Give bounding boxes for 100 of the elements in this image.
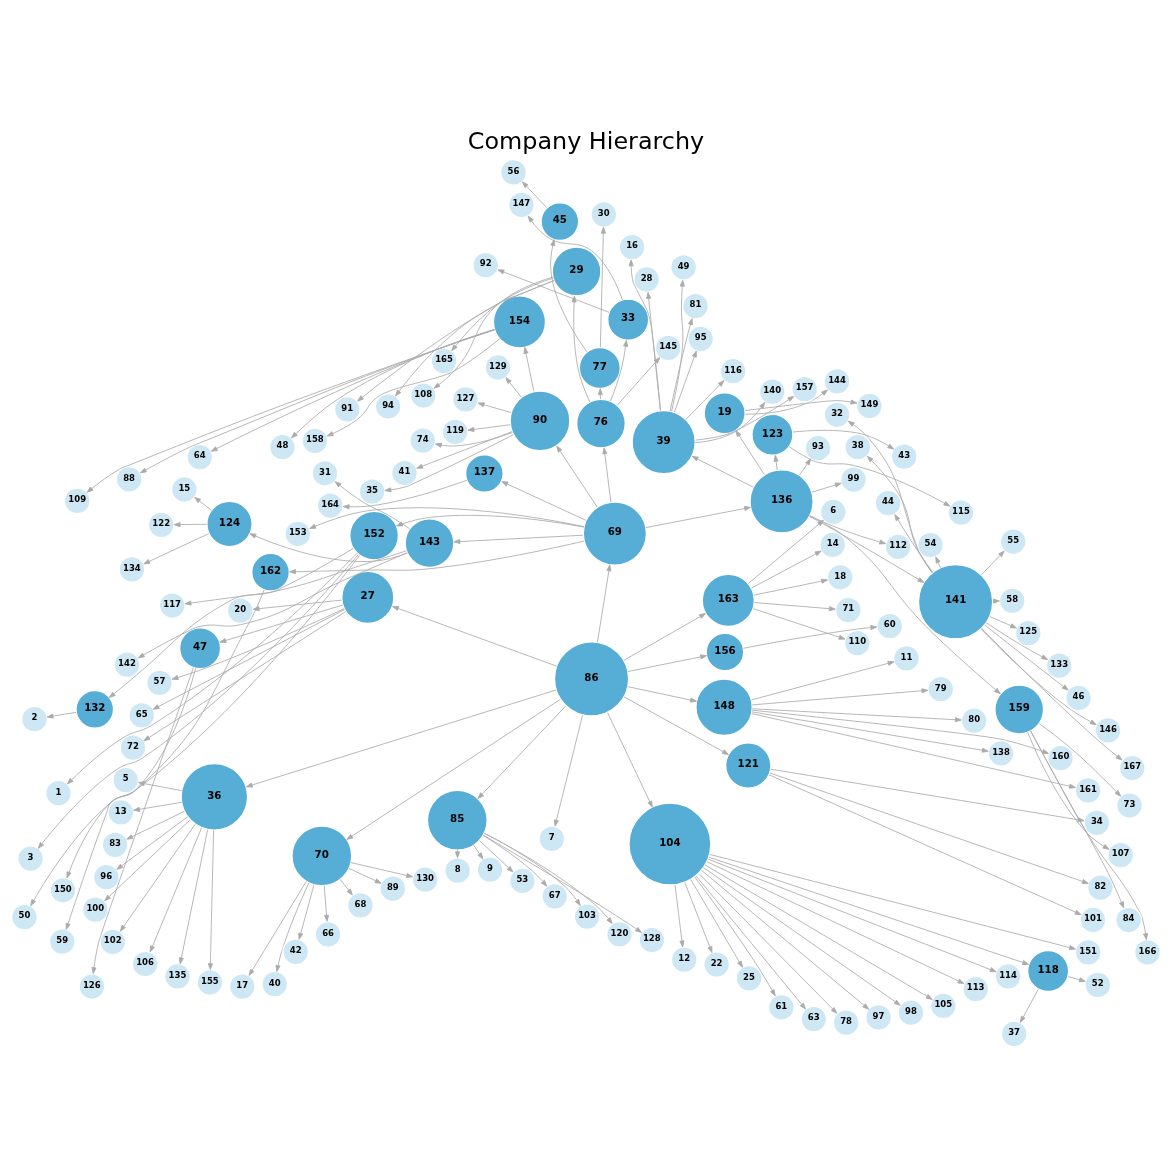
node-circle: 76 [576, 398, 626, 448]
arrow [602, 446, 612, 502]
node-circle: 142 [113, 650, 141, 678]
arrow [455, 849, 460, 858]
node-circle: 36 [180, 762, 249, 831]
arrow [556, 445, 598, 508]
node-circle: 103 [573, 902, 601, 930]
node-circle: 152 [349, 510, 399, 560]
node-circle: 34 [1083, 808, 1111, 836]
node-circle: 113 [962, 975, 990, 1003]
node-circle: 157 [791, 375, 819, 403]
arrow [298, 883, 315, 940]
arrow [1067, 975, 1086, 982]
node-circle: 158 [301, 426, 329, 454]
arrow [309, 506, 585, 529]
arrow [289, 540, 585, 574]
node-circle: 41 [391, 459, 418, 486]
node-circle: 74 [409, 426, 437, 454]
node-circle: 120 [606, 920, 633, 948]
arrow [669, 317, 693, 411]
node-circle: 39 [631, 409, 696, 474]
arrow [980, 628, 1097, 725]
arrow [597, 387, 603, 399]
node-circle: 13 [107, 798, 135, 826]
node-circle: 115 [947, 498, 975, 526]
node-circle: 127 [452, 385, 479, 413]
arrow [709, 853, 1076, 950]
arrow [453, 534, 584, 544]
node-circle: 129 [484, 353, 512, 381]
node-circle: 66 [314, 920, 342, 948]
node-circle: 128 [638, 926, 666, 953]
arrow [126, 810, 185, 840]
node-circle: 124 [206, 500, 253, 547]
node-circle: 2 [21, 705, 48, 733]
node-circle: 63 [800, 1005, 828, 1032]
arrow [685, 379, 725, 420]
node-circle: 60 [876, 612, 904, 639]
arrow [690, 878, 743, 968]
arrow [743, 624, 878, 649]
node-circle: 64 [186, 443, 214, 470]
arrow [768, 773, 1082, 915]
node-circle: 140 [758, 377, 786, 405]
node-circle: 148 [695, 678, 753, 736]
node-circle: 114 [994, 962, 1022, 990]
arrow [673, 350, 697, 413]
arrow [416, 430, 513, 469]
node-circle: 46 [1065, 684, 1092, 711]
arrow [799, 457, 812, 475]
node-circle: 5 [112, 766, 140, 793]
node-circle: 17 [228, 972, 256, 1000]
node-circle: 137 [465, 453, 504, 493]
node-circle: 109 [63, 486, 91, 514]
node-circle: 68 [347, 891, 374, 919]
arrow [248, 880, 307, 976]
arrow [65, 667, 197, 930]
node-circle: 123 [751, 413, 794, 456]
node-circle: 52 [1084, 971, 1112, 998]
node-circle: 45 [540, 201, 580, 241]
arrow [521, 180, 548, 208]
arrow [477, 704, 567, 799]
arrow [623, 695, 729, 755]
node-circle: 11 [893, 644, 920, 672]
node-circle: 107 [1107, 841, 1135, 869]
arrow [623, 612, 706, 661]
node-circle: 83 [101, 830, 129, 858]
arrow [477, 401, 512, 413]
arrow [133, 801, 182, 812]
arrow [396, 514, 585, 528]
node-circle: 162 [251, 552, 290, 592]
node-circle: 133 [1045, 651, 1073, 679]
arrow [523, 346, 535, 392]
arrow [46, 711, 77, 719]
arrow [483, 832, 613, 924]
node-circle: 58 [998, 586, 1026, 614]
arrow [752, 607, 846, 640]
node-circle: 44 [874, 489, 902, 516]
node-circle: 155 [196, 968, 224, 996]
arrow [989, 615, 1017, 628]
node-circle: 153 [284, 519, 312, 547]
node-circle: 110 [843, 629, 871, 657]
node-circle: 161 [1074, 776, 1102, 804]
arrow [1038, 722, 1122, 797]
node-circle: 15 [170, 475, 198, 503]
node-circle: 94 [374, 392, 402, 420]
arrow [597, 563, 612, 643]
node-circle: 147 [508, 190, 535, 218]
node-circle: 104 [628, 802, 712, 886]
arrow [178, 828, 209, 964]
node-circle: 67 [541, 882, 569, 910]
node-circle: 14 [819, 531, 847, 558]
node-circle: 9 [476, 855, 504, 883]
arrow [501, 480, 587, 521]
arrow [245, 689, 557, 787]
arrow [753, 578, 828, 596]
node-circle: 118 [1027, 949, 1070, 992]
arrow [808, 515, 925, 583]
arrow [809, 514, 887, 544]
node-circle: 160 [1047, 744, 1075, 771]
node-circle: 98 [897, 998, 925, 1026]
node-circle: 25 [735, 964, 763, 992]
